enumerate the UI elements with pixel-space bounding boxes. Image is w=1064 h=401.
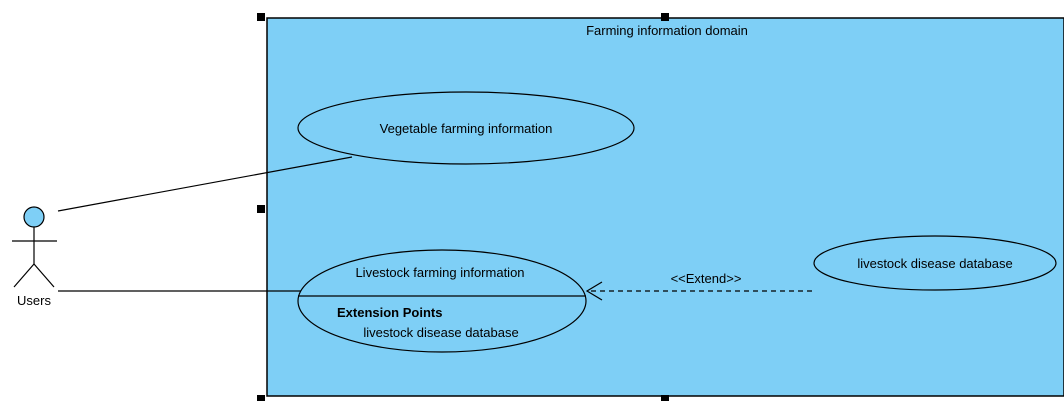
extend-arrowhead (585, 281, 603, 301)
selection-handle-bottom-middle[interactable] (661, 395, 669, 401)
actor-users-label: Users (17, 293, 51, 308)
system-title: Farming information domain (586, 23, 748, 38)
use-case-livestock-label: Livestock farming information (355, 265, 524, 280)
stick-figure-icon (12, 206, 57, 288)
use-case-disease-ellipse (813, 235, 1057, 291)
use-case-disease-database[interactable]: livestock disease database (813, 235, 1057, 291)
association-users-vegetable[interactable] (57, 156, 353, 212)
use-case-livestock-farming[interactable]: Livestock farming information Extension … (297, 249, 587, 353)
selection-handle-top-left[interactable] (257, 13, 265, 21)
use-case-vegetable-ellipse (297, 91, 635, 165)
selection-handle-middle-left[interactable] (257, 205, 265, 213)
actor-users[interactable]: Users (12, 206, 57, 308)
use-case-disease-label: livestock disease database (857, 256, 1012, 271)
selection-handle-bottom-left[interactable] (257, 395, 265, 401)
use-case-vegetable-farming[interactable]: Vegetable farming information (297, 91, 635, 165)
selection-handle-top-middle[interactable] (661, 13, 669, 21)
extend-label: <<Extend>> (671, 271, 742, 286)
use-case-livestock-ellipse (297, 249, 587, 353)
extension-point-item: livestock disease database (363, 325, 518, 340)
extension-points-heading: Extension Points (337, 305, 442, 320)
use-case-vegetable-label: Vegetable farming information (380, 121, 553, 136)
